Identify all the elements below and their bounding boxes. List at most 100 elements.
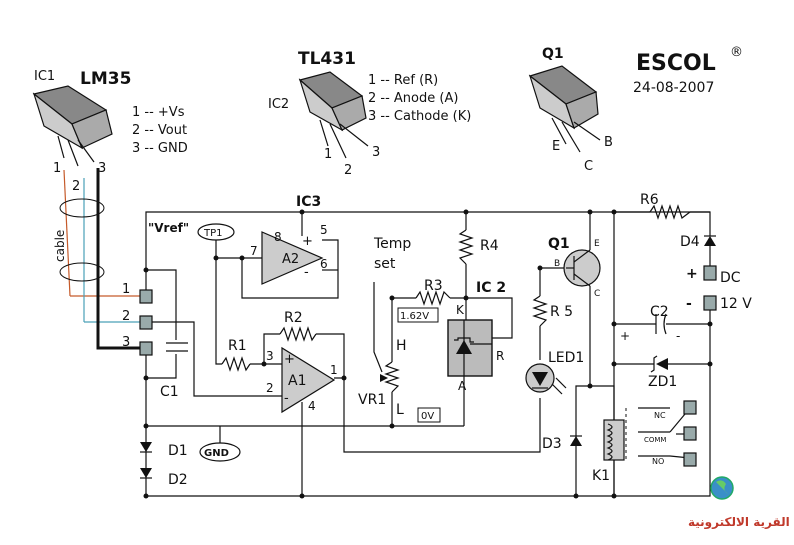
logo-text: القرية الالكترونية	[688, 515, 790, 530]
label-pin5: 5	[320, 223, 328, 237]
label-d4: D4	[680, 234, 700, 250]
wiring	[145, 211, 711, 497]
label-d2: D2	[168, 472, 188, 488]
cable-label: cable	[53, 230, 67, 262]
label-d3: D3	[542, 436, 562, 452]
q1-package-ref: Q1	[542, 46, 564, 62]
label-c2: C2	[650, 304, 669, 320]
q1-package-leg-c: C	[584, 159, 593, 174]
terminal-label-1: 1	[122, 282, 130, 297]
label-gnd: GND	[204, 448, 229, 459]
ic1-leg-2: 2	[72, 179, 80, 194]
q1-package-leg-e: E	[552, 139, 560, 154]
voltage-box-0v	[417, 407, 441, 423]
q1-package-icon	[528, 65, 601, 153]
label-r1: R1	[228, 338, 247, 354]
label-pin8: 8	[274, 230, 282, 244]
ic2-symbol	[447, 319, 493, 377]
label-pin1: 1	[330, 363, 338, 377]
label-dc: DC	[720, 270, 741, 286]
ic1-part: LM35	[80, 69, 131, 89]
label-q1: Q1	[548, 236, 570, 252]
sensor-cable	[59, 168, 140, 350]
q1-package-leg-b: B	[604, 135, 613, 150]
ic2-ref: IC2	[268, 97, 289, 112]
label-tp1: TP1	[203, 228, 223, 239]
ic1-pin-1: 1 -- +Vs	[132, 105, 185, 120]
ic2-leg-3: 3	[372, 145, 380, 160]
label-pin3: 3	[266, 349, 274, 363]
label-l: L	[396, 402, 404, 418]
transistor-q1	[563, 249, 601, 287]
label-r-pin: R	[496, 349, 504, 363]
resistor-r6	[649, 204, 691, 220]
label-set: set	[374, 256, 396, 272]
terminal-no	[683, 452, 697, 467]
label-vr1: VR1	[358, 392, 386, 408]
label-a2-minus: -	[304, 265, 309, 280]
label-c2-plus: +	[620, 329, 630, 343]
lm35-package-icon	[32, 85, 113, 167]
label-dc-plus: +	[686, 266, 698, 282]
label-pin7: 7	[250, 244, 258, 258]
resistor-r5	[532, 295, 548, 327]
diode-d3	[570, 436, 582, 446]
diode-d1	[140, 442, 152, 452]
label-ic3: IC3	[296, 194, 321, 210]
label-k1: K1	[592, 468, 610, 484]
ic1-leg-3: 3	[98, 161, 106, 176]
ic2-leg-1: 1	[324, 147, 332, 162]
label-temp: Temp	[373, 236, 411, 252]
label-a2-plus: +	[302, 234, 313, 249]
potentiometer-vr1	[384, 361, 400, 393]
terminal-1	[139, 289, 153, 304]
opamp-a2	[261, 231, 324, 285]
label-r3: R3	[424, 278, 443, 294]
relay-coil-icon	[606, 423, 613, 461]
label-pin2: 2	[266, 381, 274, 395]
resistor-r3	[415, 290, 451, 306]
terminal-label-2: 2	[122, 309, 130, 324]
opamp-a1	[281, 346, 336, 414]
brand-date: 24-08-2007	[633, 80, 714, 96]
ic1-pin-2: 2 -- Vout	[132, 123, 187, 138]
label-nc: NC	[654, 411, 666, 420]
terminal-nc	[683, 400, 697, 415]
resistor-r4	[458, 229, 474, 265]
registered-mark: ®	[730, 45, 743, 60]
junction-dots	[143, 209, 713, 499]
ic1-leg-1: 1	[53, 161, 61, 176]
diode-d4	[704, 236, 716, 246]
label-0v: 0V	[421, 411, 434, 422]
label-pin6: 6	[320, 257, 328, 271]
label-pin4: 4	[308, 399, 316, 413]
site-logo	[710, 476, 734, 500]
led-diode-icon	[532, 372, 548, 386]
brand-name: ESCOL	[636, 51, 716, 76]
ic2-leg-2: 2	[344, 163, 352, 178]
terminal-2	[139, 315, 153, 330]
label-ic2-circuit: IC 2	[476, 280, 506, 296]
label-a2: A2	[282, 252, 299, 267]
label-r6: R6	[640, 192, 659, 208]
label-d1: D1	[168, 443, 188, 459]
label-r2: R2	[284, 310, 303, 326]
voltage-box-162	[397, 307, 439, 323]
temp-set-pointer	[373, 282, 383, 373]
resistor-r2	[279, 326, 317, 342]
zener-zd1	[656, 358, 668, 370]
label-dc-minus: -	[686, 296, 692, 312]
terminal-comm	[683, 426, 697, 441]
label-zd1: ZD1	[648, 374, 677, 390]
label-c1: C1	[160, 384, 179, 400]
diode-d2	[140, 468, 152, 478]
label-a-pin: A	[458, 379, 467, 393]
wiper-arrow-icon	[380, 374, 388, 382]
ic2-zener-icon	[456, 340, 472, 354]
tl431-package-icon	[298, 71, 369, 159]
resistor-r1	[221, 356, 251, 372]
label-led1: LED1	[548, 350, 584, 366]
label-162v: 1.62V	[400, 311, 429, 322]
label-a1: A1	[288, 373, 306, 389]
